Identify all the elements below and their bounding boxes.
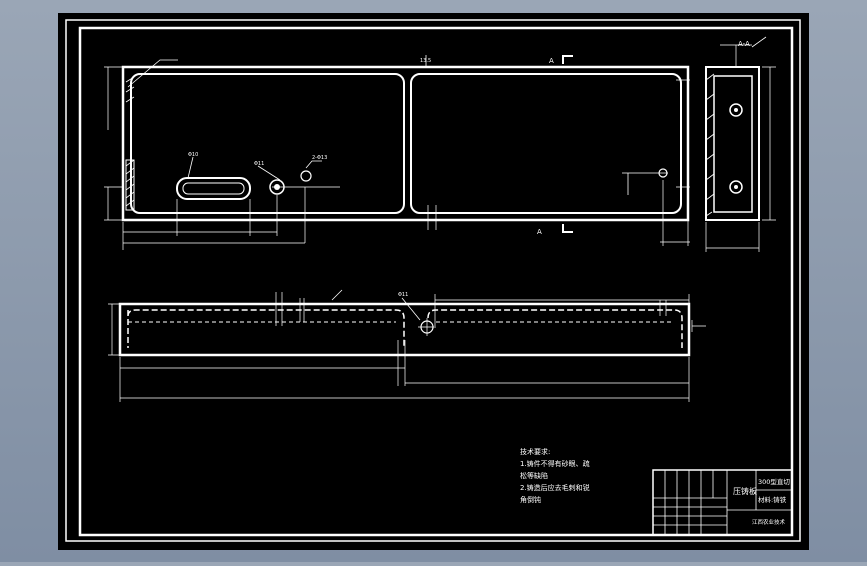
plan-hole-leader — [401, 297, 421, 321]
top-dimension-label: 13.5 — [420, 58, 431, 64]
ext-mid — [427, 205, 437, 230]
hole-label-slot: Φ10 — [188, 152, 198, 158]
plan-dim-left — [108, 303, 120, 356]
hatched-end — [125, 159, 135, 211]
hole-small — [300, 170, 312, 182]
plan-outline — [118, 302, 691, 357]
hole-label-center: Φ11 — [254, 161, 264, 167]
title-material: 材料:铸铁 — [758, 495, 787, 504]
slot-outer — [176, 177, 251, 200]
title-block — [652, 469, 793, 536]
section-label-left: A — [549, 57, 554, 65]
plan-leader-top — [331, 289, 343, 301]
section-dim-bottom — [705, 222, 760, 252]
section-dim-right — [762, 66, 776, 221]
left-pocket — [130, 73, 405, 214]
plan-ext-lines — [275, 292, 305, 326]
plan-dim-right — [691, 320, 706, 332]
dim-lines-bottom — [123, 231, 305, 244]
plan-view — [108, 289, 706, 402]
plan-dim-top — [434, 294, 690, 326]
dim-left-top — [104, 66, 123, 130]
slot-inner — [182, 182, 245, 195]
tech-req-line-2: 松等缺陷 — [520, 471, 548, 480]
ext-lines-bottom — [122, 187, 306, 250]
front-view-outline — [121, 65, 690, 222]
title-block-outline — [652, 469, 793, 536]
tech-req-line-3: 2.铸造后应去毛刺和锐 — [520, 483, 590, 492]
section-hole-upper — [729, 103, 743, 117]
hatch-lines — [125, 159, 135, 207]
tech-req-line-1: 1.铸件不得有砂眼、疏 — [520, 459, 590, 468]
sheet-inner-border — [78, 26, 794, 537]
section-label-right: A — [537, 228, 542, 236]
section-view-title: A-A — [738, 40, 750, 48]
hole-label-small: 2-Φ13 — [312, 155, 327, 161]
hatch-lines-top — [125, 76, 135, 103]
leader-hole-small — [305, 160, 322, 169]
section-inner — [713, 75, 753, 213]
section-roughness — [751, 36, 767, 48]
dim-left — [104, 186, 123, 221]
section-view — [705, 36, 776, 252]
title-school: 江西农业技术 — [752, 518, 786, 526]
section-hole-lower — [729, 180, 743, 194]
part-name: 压铸板 — [733, 486, 757, 496]
plan-dim-parts — [120, 340, 689, 386]
leader-top-left — [127, 59, 178, 88]
leader-slot — [187, 156, 194, 179]
section-hole-upper-dot — [734, 108, 738, 112]
tech-requirements: 技术要求: 1.铸件不得有砂眼、疏 松等缺陷 2.铸造后应去毛刺和锐 角倒钝 — [520, 447, 590, 504]
leader-right — [622, 172, 668, 195]
title-block-rows — [653, 497, 727, 526]
plan-ext-right — [659, 300, 667, 316]
plan-hidden-lines — [127, 309, 683, 348]
section-marker-bottom — [562, 224, 573, 233]
right-pocket — [410, 73, 682, 214]
front-view — [104, 55, 690, 250]
leader-hole-center — [257, 165, 281, 181]
dim-right — [676, 79, 690, 188]
section-dim-top — [720, 44, 752, 67]
dim-right-bottom — [660, 180, 690, 246]
section-hole-lower-dot — [734, 185, 738, 189]
section-hatch — [705, 66, 752, 217]
tech-req-line-4: 角倒钝 — [520, 495, 541, 504]
section-marker-top — [562, 55, 573, 64]
plan-hole-center — [418, 318, 436, 336]
sheet-outer-border — [65, 19, 801, 542]
drawing-sheet — [58, 13, 809, 550]
plan-dim-total — [119, 357, 690, 402]
title-company-line: 300型直切 — [758, 477, 790, 486]
tech-req-title: 技术要求: — [520, 447, 550, 456]
plan-hole-label: Φ11 — [398, 292, 408, 298]
title-block-cols — [664, 470, 728, 535]
